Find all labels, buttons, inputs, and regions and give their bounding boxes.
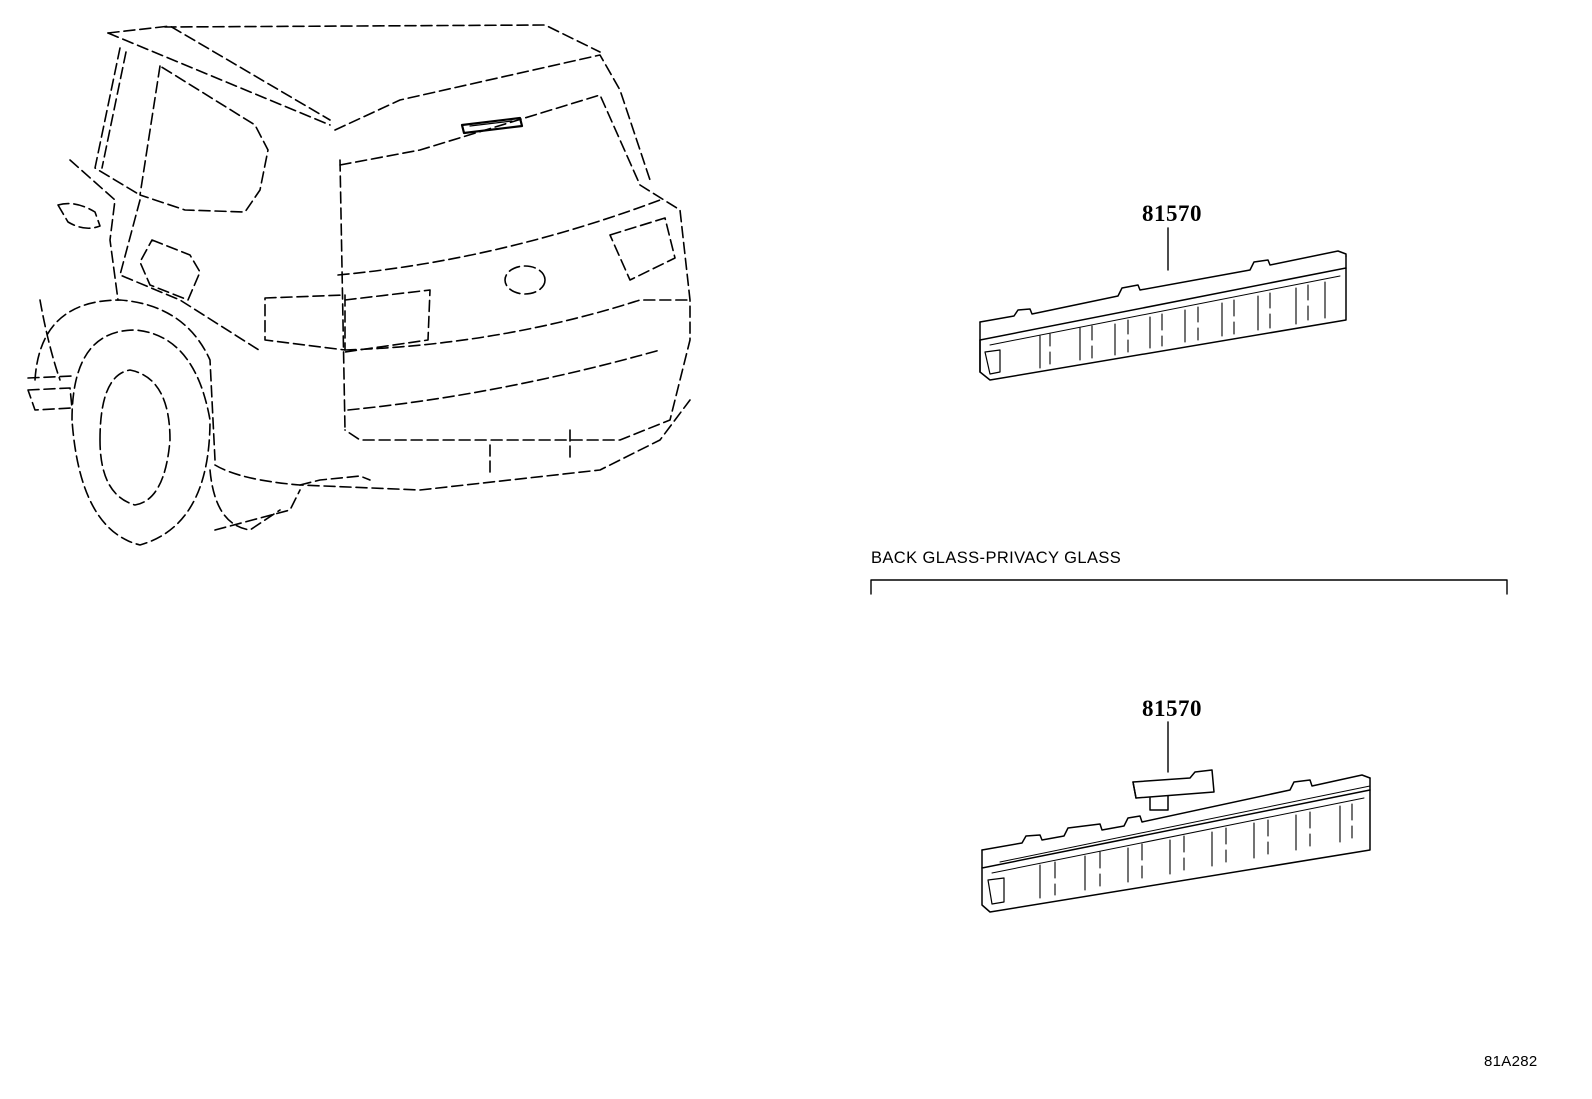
section-label: BACK GLASS-PRIVACY GLASS	[871, 549, 1122, 567]
stop-lamp-assembly-lower	[981, 769, 1371, 913]
diagram-code: 81A282	[1484, 1053, 1538, 1070]
stop-lamp-assembly-upper	[979, 250, 1347, 381]
part-number-callout: 81570	[1142, 201, 1202, 226]
vehicle-stop-lamp-location	[460, 116, 524, 135]
vehicle-rear-outline	[27, 24, 691, 546]
part-number-callout: 81570	[1142, 696, 1202, 721]
section-bracket	[870, 579, 1508, 595]
